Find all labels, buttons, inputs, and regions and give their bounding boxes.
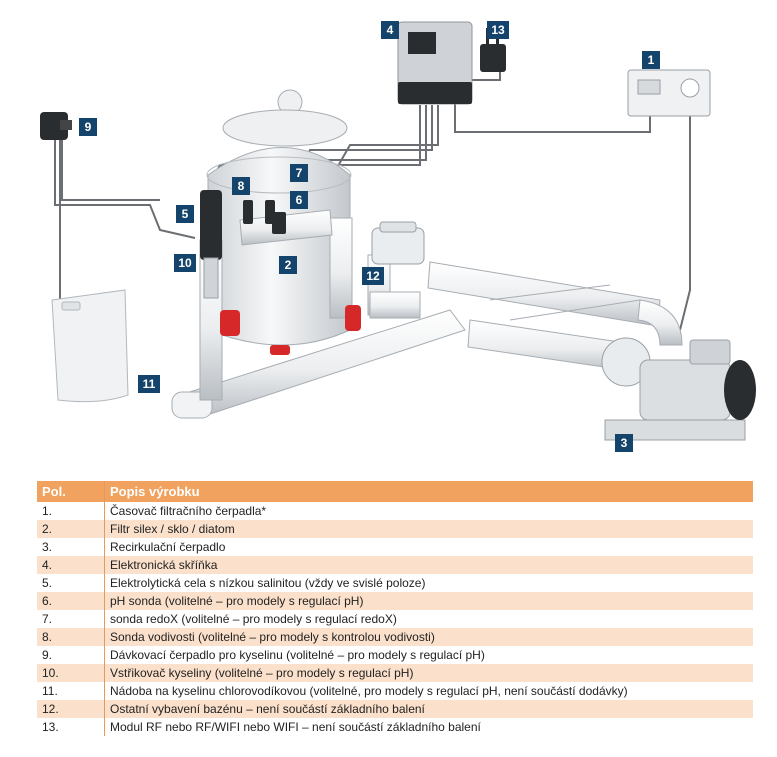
row-description: Sonda vodivosti (volitelné – pro modely … xyxy=(104,628,753,646)
svg-text:10: 10 xyxy=(178,256,192,270)
svg-text:4: 4 xyxy=(387,23,394,37)
electrolytic-cell xyxy=(200,190,222,299)
column-header-pos: Pol. xyxy=(37,481,105,502)
svg-text:3: 3 xyxy=(621,436,628,450)
row-description: Časovač filtračního čerpadla* xyxy=(110,504,267,518)
callout-13: 13 xyxy=(487,21,509,39)
row-description: Elektrolytická cela s nízkou salinitou (… xyxy=(110,576,426,590)
table-row: 7. sonda redoX (volitelné – pro modely s… xyxy=(37,610,753,628)
callout-4: 4 xyxy=(381,21,399,39)
table-row: 3. Recirkulační čerpadlo xyxy=(37,538,753,556)
recirculation-pump xyxy=(601,337,756,441)
probes xyxy=(243,200,286,234)
pool-equipment-12 xyxy=(371,221,425,265)
row-pos: 7. xyxy=(37,610,105,628)
row-pos: 9. xyxy=(37,646,105,664)
dosing-pump xyxy=(40,112,72,140)
electronic-box xyxy=(397,21,473,105)
row-pos: 12. xyxy=(37,700,105,718)
svg-text:2: 2 xyxy=(285,258,292,272)
table-row: 9. Dávkovací čerpadlo pro kyselinu (voli… xyxy=(37,646,753,664)
row-pos: 10. xyxy=(37,664,105,682)
svg-text:11: 11 xyxy=(143,377,156,391)
svg-text:13: 13 xyxy=(491,23,505,37)
svg-text:8: 8 xyxy=(238,179,245,193)
row-description: Modul RF nebo RF/WIFI nebo WIFI – není s… xyxy=(110,720,481,734)
callout-1: 1 xyxy=(642,51,660,69)
callout-12: 12 xyxy=(362,267,384,285)
sand-filter xyxy=(206,89,352,346)
acid-container xyxy=(51,289,129,403)
callout-7: 7 xyxy=(290,164,308,182)
table-row: 13. Modul RF nebo RF/WIFI nebo WIFI – ne… xyxy=(37,718,753,736)
svg-text:1: 1 xyxy=(648,53,655,67)
column-header-description: Popis výrobku xyxy=(104,481,753,502)
svg-text:6: 6 xyxy=(296,193,303,207)
callout-2: 2 xyxy=(279,256,297,274)
row-description: Ostatní vybavení bazénu – není součástí … xyxy=(104,700,753,718)
product-legend-table: Pol. Popis výrobku 1. Časovač filtračníh… xyxy=(37,481,753,736)
row-description: Elektronická skříňka xyxy=(104,556,753,574)
table-row: 11. Nádoba na kyselinu chlorovodíkovou (… xyxy=(37,682,753,700)
row-pos: 5. xyxy=(37,574,105,592)
row-pos: 11. xyxy=(37,682,105,700)
row-pos: 13. xyxy=(37,718,105,736)
row-description: pH sonda (volitelné – pro modely s regul… xyxy=(104,592,753,610)
table-row: 10. Vstřikovač kyseliny (volitelné – pro… xyxy=(37,664,753,682)
table-row: 6. pH sonda (volitelné – pro modely s re… xyxy=(37,592,753,610)
table-row: 8. Sonda vodivosti (volitelné – pro mode… xyxy=(37,628,753,646)
svg-text:9: 9 xyxy=(85,120,92,134)
table-row: 5. Elektrolytická cela s nízkou salinito… xyxy=(37,574,753,592)
callout-9: 9 xyxy=(79,118,97,136)
callout-3: 3 xyxy=(615,434,633,452)
callout-10: 10 xyxy=(174,254,196,272)
row-description: Nádoba na kyselinu chlorovodíkovou (voli… xyxy=(110,684,628,698)
callout-6: 6 xyxy=(290,191,308,209)
row-description: Recirkulační čerpadlo xyxy=(110,540,226,554)
row-pos: 8. xyxy=(37,628,105,646)
table-header-row: Pol. Popis výrobku xyxy=(37,481,753,502)
row-pos: 4. xyxy=(37,556,105,574)
row-pos: 2. xyxy=(37,520,105,538)
table-row: 1. Časovač filtračního čerpadla* xyxy=(37,502,753,520)
svg-text:7: 7 xyxy=(296,166,303,180)
row-pos: 3. xyxy=(37,538,105,556)
callout-11: 11 xyxy=(138,375,160,393)
table-row: 4. Elektronická skříňka xyxy=(37,556,753,574)
valves xyxy=(220,305,361,355)
row-pos: 1. xyxy=(37,502,105,520)
row-description: Filtr silex / sklo / diatom xyxy=(104,520,753,538)
table-row: 2. Filtr silex / sklo / diatom xyxy=(37,520,753,538)
row-description: sonda redoX (volitelné – pro modely s re… xyxy=(110,612,397,626)
row-pos: 6. xyxy=(37,592,105,610)
table-row: 12. Ostatní vybavení bazénu – není součá… xyxy=(37,700,753,718)
svg-text:5: 5 xyxy=(182,207,189,221)
callout-8: 8 xyxy=(232,177,250,195)
filtration-timer xyxy=(627,69,711,117)
row-description: Vstřikovač kyseliny (volitelné – pro mod… xyxy=(104,664,753,682)
row-description: Dávkovací čerpadlo pro kyselinu (volitel… xyxy=(110,648,485,662)
svg-text:12: 12 xyxy=(366,269,380,283)
callout-5: 5 xyxy=(176,205,194,223)
installation-diagram: 1 2 3 4 5 6 7 8 9 10 11 12 xyxy=(40,21,756,452)
